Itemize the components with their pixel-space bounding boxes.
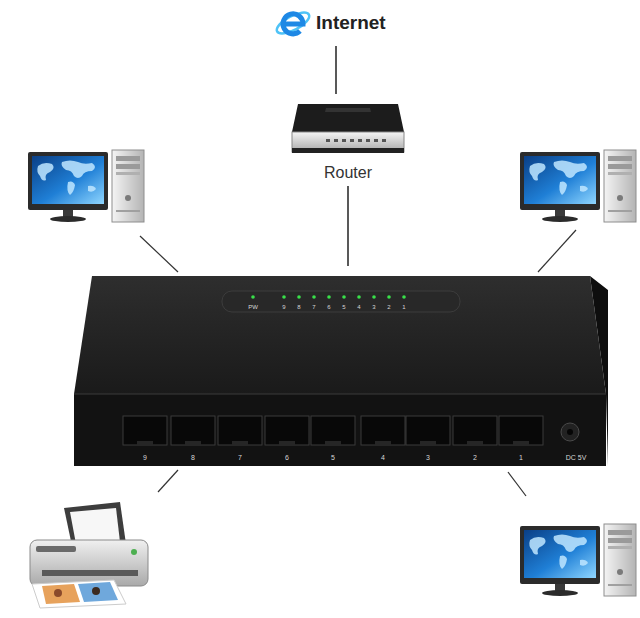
node-label: 6	[319, 304, 339, 310]
node-label: DC 5V	[556, 454, 596, 461]
node-label: 5	[323, 454, 343, 461]
node-label: 6	[277, 454, 297, 461]
internet-node: Internet	[268, 2, 392, 44]
node-label: 4	[373, 454, 393, 461]
node-label: 8	[289, 304, 309, 310]
node-label: 4	[349, 304, 369, 310]
node-label: 5	[334, 304, 354, 310]
node-label: 2	[465, 454, 485, 461]
switch-body	[70, 268, 610, 473]
node-label: PW	[243, 304, 263, 310]
node-label: 3	[364, 304, 384, 310]
node-label: 9	[274, 304, 294, 310]
node-label: 8	[183, 454, 203, 461]
switch-node: PW987654321987654321DC 5V	[70, 268, 610, 473]
node-label: 1	[511, 454, 531, 461]
internet-logo	[274, 4, 312, 42]
node-label: Internet	[316, 12, 386, 34]
node-label: 9	[135, 454, 155, 461]
router-node: Router	[280, 96, 416, 184]
node-label: 7	[230, 454, 250, 461]
network-cable	[335, 46, 337, 94]
node-label: Router	[286, 164, 410, 182]
node-label: 7	[304, 304, 324, 310]
node-label: 1	[394, 304, 414, 310]
router-icon	[286, 98, 410, 160]
node-label: 3	[418, 454, 438, 461]
node-label: 2	[379, 304, 399, 310]
network-cable	[347, 186, 349, 266]
